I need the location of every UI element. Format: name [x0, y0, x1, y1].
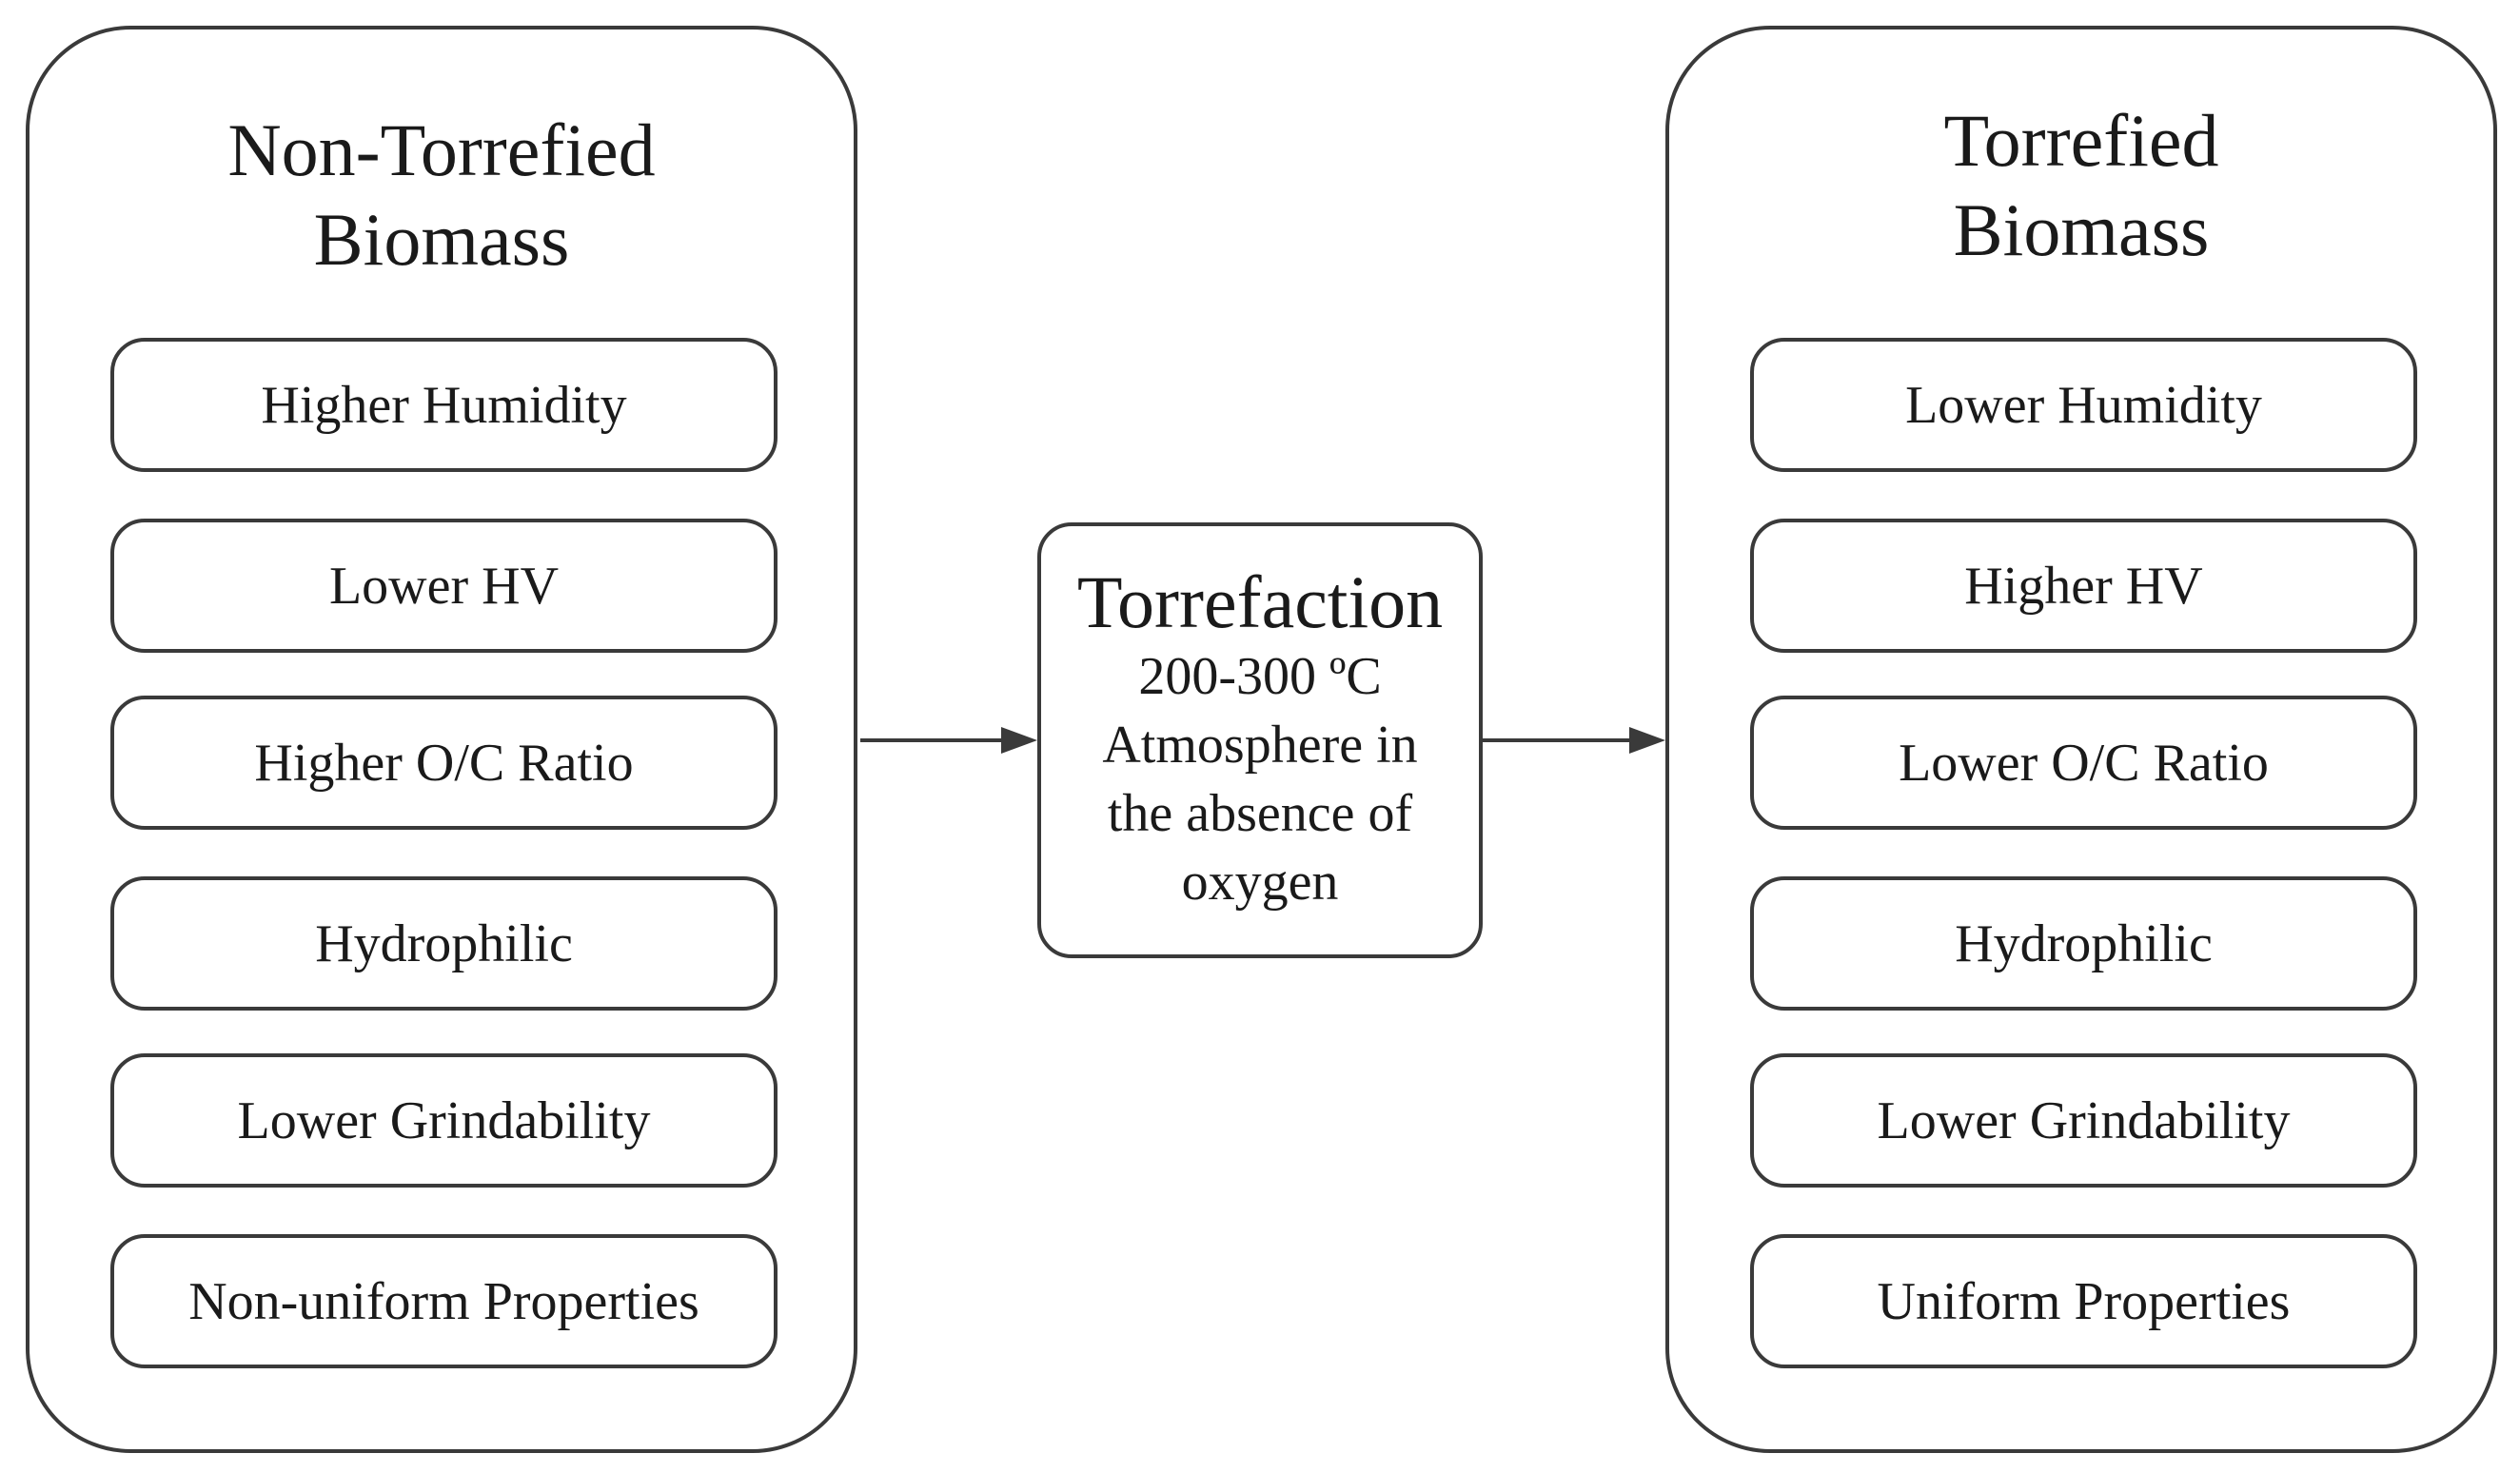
left-title-line-2: Biomass	[313, 198, 570, 281]
right-property-box: Lower Grindability	[1750, 1053, 2417, 1188]
left-property-box: Higher Humidity	[110, 338, 778, 472]
process-line-2: Atmosphere in	[1102, 716, 1418, 775]
left-panel-title: Non-Torrefied Biomass	[30, 106, 854, 285]
process-title: Torrefaction	[1076, 560, 1444, 643]
process-line-4: oxygen	[1181, 853, 1339, 912]
arrow-process-to-right	[1483, 727, 1665, 754]
left-property-box: Hydrophilic	[110, 876, 778, 1011]
right-panel-title: Torrefied Biomass	[1669, 96, 2493, 275]
right-property-box: Lower Humidity	[1750, 338, 2417, 472]
arrow-left-to-process	[860, 727, 1037, 754]
right-property-box: Higher HV	[1750, 519, 2417, 653]
process-line-1: 200-300 ºC	[1138, 647, 1382, 706]
torrefied-biomass-panel: Torrefied Biomass Lower Humidity Higher …	[1665, 26, 2497, 1453]
process-line-3: the absence of	[1107, 784, 1413, 843]
left-property-box: Non-uniform Properties	[110, 1234, 778, 1368]
right-title-line-2: Biomass	[1953, 188, 2210, 271]
non-torrefied-biomass-panel: Non-Torrefied Biomass Higher Humidity Lo…	[26, 26, 857, 1453]
right-property-box: Lower O/C Ratio	[1750, 696, 2417, 830]
torrefaction-process-box: Torrefaction 200-300 ºC Atmosphere in th…	[1037, 522, 1483, 958]
left-property-box: Higher O/C Ratio	[110, 696, 778, 830]
process-conditions: 200-300 ºC Atmosphere in the absence of …	[1041, 642, 1479, 916]
left-title-line-1: Non-Torrefied	[227, 108, 656, 191]
right-property-box: Uniform Properties	[1750, 1234, 2417, 1368]
right-property-box: Hydrophilic	[1750, 876, 2417, 1011]
left-property-box: Lower Grindability	[110, 1053, 778, 1188]
left-property-box: Lower HV	[110, 519, 778, 653]
right-title-line-1: Torrefied	[1943, 99, 2219, 182]
